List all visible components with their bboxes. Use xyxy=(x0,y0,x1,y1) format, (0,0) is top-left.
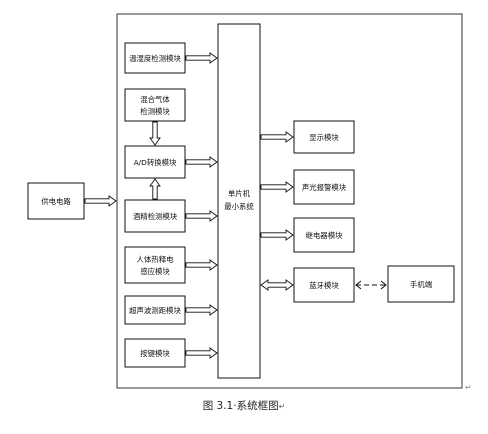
block-phone-label: 手机端 xyxy=(410,280,433,289)
block-display: 显示模块 xyxy=(293,120,355,154)
block-pir-label-1: 人体热释电 xyxy=(137,255,175,264)
block-temp-humidity: 温湿度检测模块 xyxy=(124,42,186,74)
arrow-pir-to-mcu xyxy=(185,259,218,271)
block-power-label: 供电电路 xyxy=(41,197,71,206)
block-mcu: 单片机 最小系统 xyxy=(217,23,261,379)
block-mcu-label-2: 最小系统 xyxy=(224,202,254,211)
block-mixed-gas-label-1: 混合气体 xyxy=(140,95,170,104)
arrow-temp-humidity-to-mcu xyxy=(185,52,218,64)
block-alcohol: 酒精检测模块 xyxy=(124,199,186,233)
block-bluetooth: 蓝牙模块 xyxy=(293,267,355,303)
block-sound-light: 声光报警模块 xyxy=(293,169,355,205)
block-bluetooth-label: 蓝牙模块 xyxy=(309,281,339,290)
block-display-label: 显示模块 xyxy=(309,133,339,142)
wireless-link xyxy=(355,280,387,290)
arrow-mcu-to-sound-light xyxy=(260,181,294,193)
block-power: 供电电路 xyxy=(27,182,85,220)
arrow-power-to-system xyxy=(84,195,117,207)
corner-paragraph-mark: ↵ xyxy=(465,383,472,392)
arrow-ultrasonic-to-mcu xyxy=(185,304,218,316)
block-pir-label-2: 感应模块 xyxy=(140,267,170,276)
block-ad-convert: A/D转换模块 xyxy=(124,145,186,179)
block-mixed-gas-label-2: 检测模块 xyxy=(140,107,170,116)
arrow-buttons-to-mcu xyxy=(185,347,218,359)
block-ad-convert-label: A/D转换模块 xyxy=(134,158,177,167)
arrow-mcu-bluetooth-bidir xyxy=(260,279,294,291)
arrow-alcohol-to-ad xyxy=(149,178,161,200)
arrow-ad-to-mcu xyxy=(185,156,218,168)
block-sound-light-label: 声光报警模块 xyxy=(302,183,347,192)
system-frame xyxy=(116,13,463,389)
block-ultrasonic: 超声波测距模块 xyxy=(124,295,186,325)
block-mcu-label-1: 单片机 xyxy=(228,189,251,198)
arrow-mcu-to-relay xyxy=(260,229,294,241)
block-ultrasonic-label: 超声波测距模块 xyxy=(129,306,181,315)
block-pir: 人体热释电 感应模块 xyxy=(124,246,186,284)
block-buttons: 按键模块 xyxy=(124,338,186,368)
block-relay: 继电器模块 xyxy=(293,217,355,253)
arrow-mcu-to-display xyxy=(260,131,294,143)
caption-paragraph-mark: ↵ xyxy=(278,402,286,411)
block-relay-label: 继电器模块 xyxy=(306,231,344,240)
connection-arrows xyxy=(84,52,294,359)
block-phone: 手机端 xyxy=(387,265,455,303)
figure-caption: 图 3.1·系统框图↵ xyxy=(0,398,488,413)
arrow-mixed-gas-to-ad xyxy=(149,121,161,146)
figure-caption-text: 图 3.1·系统框图 xyxy=(202,400,279,412)
block-temp-humidity-label: 温湿度检测模块 xyxy=(129,54,181,63)
block-buttons-label: 按键模块 xyxy=(140,349,170,358)
arrow-alcohol-to-mcu xyxy=(185,210,218,222)
block-mixed-gas: 混合气体 检测模块 xyxy=(124,88,186,122)
block-alcohol-label: 酒精检测模块 xyxy=(133,212,178,221)
